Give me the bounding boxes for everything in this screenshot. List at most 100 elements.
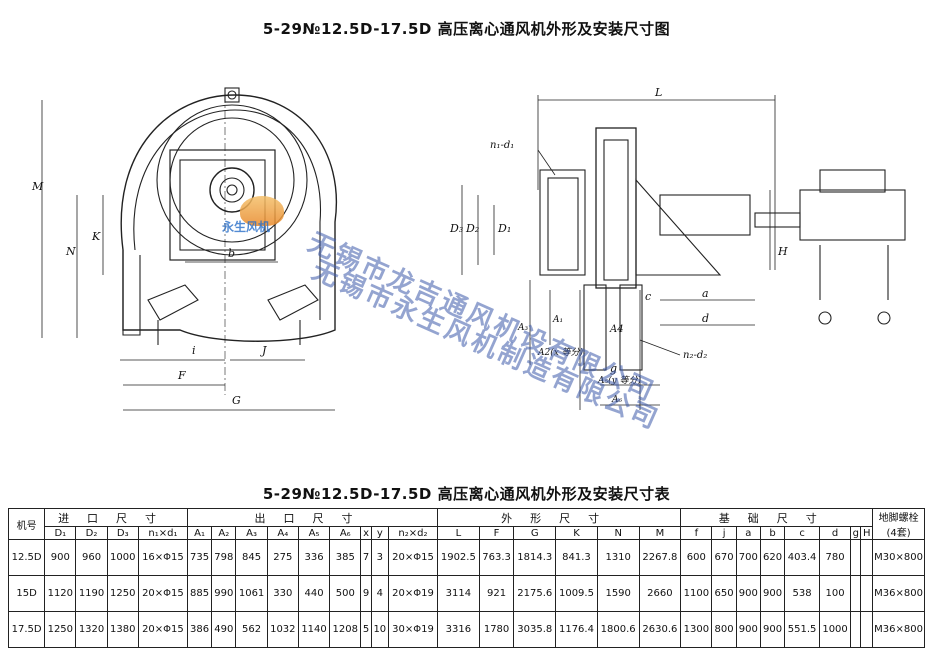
- fan-drawing: M N K b i J F G: [31, 86, 906, 411]
- column-header: n₁×d₁: [137, 526, 188, 540]
- table-cell: 900: [759, 575, 786, 612]
- table-cell: 1300: [680, 611, 713, 648]
- table-cell: 1250: [44, 611, 77, 648]
- table-cell: 1061: [235, 575, 268, 612]
- table-cell: [860, 539, 874, 576]
- table-cell: 500: [329, 575, 362, 612]
- table-cell: M36×800: [872, 611, 925, 648]
- column-header: x: [360, 526, 372, 540]
- dim-N: N: [65, 245, 76, 258]
- table-cell: [850, 539, 862, 576]
- table-cell: 1009.5: [555, 575, 598, 612]
- column-header: N: [596, 526, 640, 540]
- column-header: j: [711, 526, 737, 540]
- table-cell: 490: [211, 611, 237, 648]
- table-cell: 1320: [75, 611, 108, 648]
- table-cell: 100: [818, 575, 852, 612]
- column-header: d: [818, 526, 852, 540]
- table-cell: 20×Φ15: [137, 611, 188, 648]
- drawing-title: 5-29№12.5D-17.5D 高压离心通风机外形及安装尺寸图: [262, 20, 671, 38]
- dim-A1: A₁: [552, 315, 563, 325]
- table-cell: [860, 611, 874, 648]
- label-n2d2: n₂-d₂: [683, 350, 707, 361]
- table-cell: 336: [297, 539, 331, 576]
- table-cell: 385: [329, 539, 362, 576]
- dim-J: J: [260, 344, 267, 357]
- table-cell: 735: [186, 539, 213, 576]
- table-cell: 620: [759, 539, 786, 576]
- table-cell: 386: [186, 611, 213, 648]
- table-cell: 900: [735, 575, 761, 612]
- table-cell: 1000: [106, 539, 139, 576]
- table-cell: 763.3: [478, 539, 515, 576]
- table-cell: 1780: [478, 611, 515, 648]
- group-base: 基础尺寸: [680, 507, 874, 528]
- table-cell: 551.5: [784, 611, 820, 648]
- row-machine-cell: 17.5D: [7, 611, 46, 648]
- dim-D1: D₁: [497, 222, 511, 235]
- side-view: L n₁-d₁ D₃ D₂ D₁ H A₃ A₁ A2(x 等分) A4 c a…: [449, 86, 906, 410]
- column-header: A₃: [235, 526, 268, 540]
- column-header: f: [680, 526, 713, 540]
- table-cell: 20×Φ15: [387, 539, 439, 576]
- column-header: K: [555, 526, 598, 540]
- table-cell: 650: [711, 575, 737, 612]
- table-cell: 670: [711, 539, 737, 576]
- column-header: D₁: [44, 526, 77, 540]
- column-header: G: [513, 526, 557, 540]
- table-cell: 1800.6: [596, 611, 640, 648]
- table-cell: 845: [235, 539, 268, 576]
- table-cell: 330: [266, 575, 299, 612]
- table-cell: [860, 575, 874, 612]
- table-cell: 3316: [437, 611, 480, 648]
- table-cell: 1208: [329, 611, 362, 648]
- table-cell: 900: [44, 539, 77, 576]
- logo-text: 永生风机: [222, 220, 271, 234]
- table-cell: M30×800: [872, 539, 925, 576]
- dim-H: H: [777, 245, 788, 258]
- column-header: A₂: [211, 526, 237, 540]
- table-cell: 1250: [106, 575, 139, 612]
- table-cell: 990: [211, 575, 237, 612]
- table-cell: 1380: [106, 611, 139, 648]
- dim-b: b: [228, 247, 235, 260]
- column-header: A₅: [297, 526, 331, 540]
- table-cell: 700: [735, 539, 761, 576]
- column-header: H: [860, 526, 874, 540]
- dim-A2x: A2(x 等分): [537, 347, 584, 358]
- table-cell: 2175.6: [513, 575, 557, 612]
- table-cell: 960: [75, 539, 108, 576]
- dim-d: d: [702, 312, 709, 325]
- column-header: M: [638, 526, 682, 540]
- table-cell: 5: [360, 611, 372, 648]
- table-cell: 30×Φ19: [387, 611, 439, 648]
- table-cell: 403.4: [784, 539, 820, 576]
- table-cell: 538: [784, 575, 820, 612]
- dim-A3: A₃: [517, 323, 528, 333]
- table-cell: 562: [235, 611, 268, 648]
- column-header: A₁: [186, 526, 213, 540]
- table-cell: 20×Φ19: [387, 575, 439, 612]
- group-outlet: 出口尺寸: [186, 507, 439, 528]
- dim-L: L: [654, 86, 662, 99]
- table-cell: 3: [370, 539, 389, 576]
- table-cell: M36×800: [872, 575, 925, 612]
- dim-A6: A₆: [611, 395, 622, 405]
- table-cell: 1814.3: [513, 539, 557, 576]
- table-cell: 3035.8: [513, 611, 557, 648]
- column-header: b: [759, 526, 786, 540]
- col-bolt: 地脚螺栓(4套): [872, 508, 925, 540]
- table-cell: 921: [478, 575, 515, 612]
- table-cell: 10: [370, 611, 389, 648]
- table-cell: 1120: [44, 575, 77, 612]
- table-cell: [850, 575, 862, 612]
- column-header: D₂: [75, 526, 108, 540]
- column-header: n₂×d₂: [387, 526, 439, 540]
- table-cell: 3114: [437, 575, 480, 612]
- table-cell: 1310: [596, 539, 640, 576]
- table-cell: 798: [211, 539, 237, 576]
